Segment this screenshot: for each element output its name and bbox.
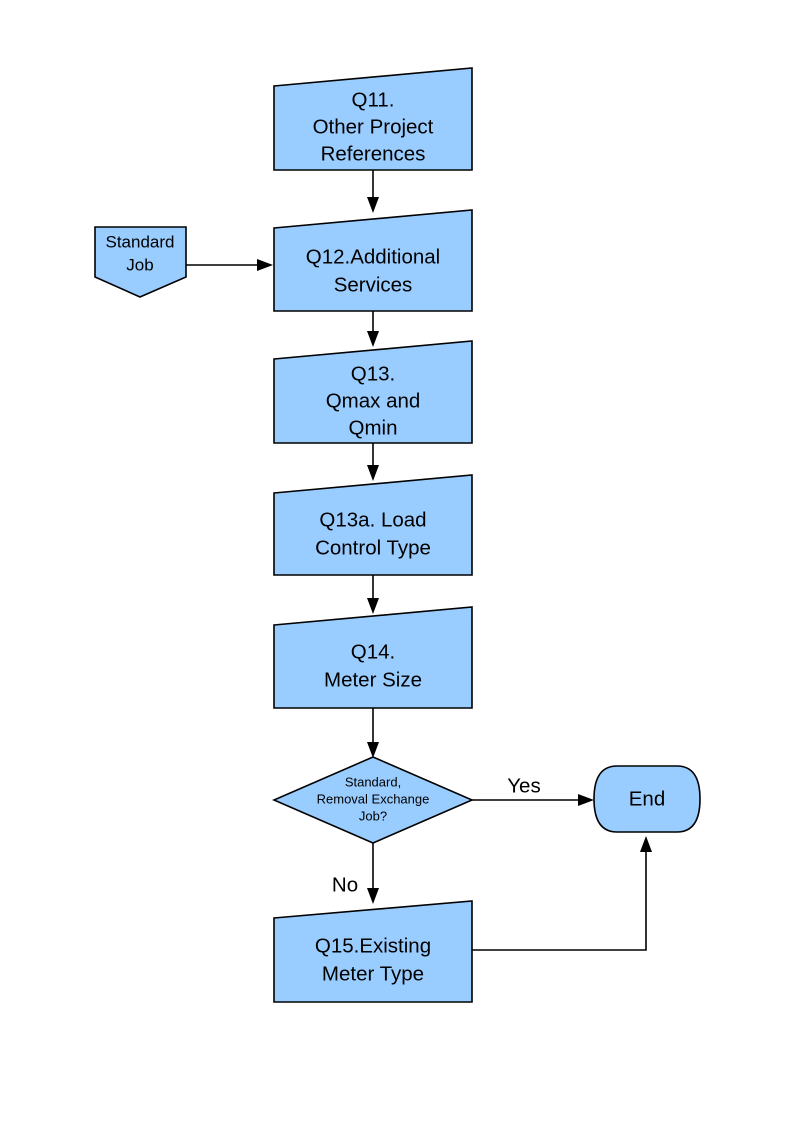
q12-shape	[273, 209, 473, 312]
edge-q12-to-q13	[367, 311, 379, 347]
decision-label-line2: Removal Exchange	[317, 791, 430, 806]
edge-label-yes: Yes	[507, 774, 540, 797]
q12-label-line2: Services	[334, 273, 413, 296]
q12-label-line1: Q12.Additional	[306, 245, 440, 268]
q15-shape	[273, 900, 473, 1003]
node-q12[interactable]: Q12.Additional Services	[273, 209, 473, 312]
node-q14[interactable]: Q14. Meter Size	[273, 606, 473, 709]
decision-label-line1: Standard,	[345, 774, 401, 789]
node-q13[interactable]: Q13. Qmax and Qmin	[273, 340, 473, 444]
edge-label-no: No	[332, 873, 358, 896]
node-standard-job[interactable]: Standard Job	[94, 226, 187, 298]
node-q15[interactable]: Q15.Existing Meter Type	[273, 900, 473, 1003]
edge-decision-to-q15-no	[367, 843, 379, 904]
edge-decision-to-end-yes	[472, 794, 594, 806]
q11-label-line1: Q11.	[352, 88, 395, 111]
standard-job-label-line1: Standard	[106, 232, 175, 251]
edge-q13a-to-q14	[367, 575, 379, 614]
q11-shape	[273, 67, 473, 171]
q13-label-line3: Qmin	[349, 416, 398, 439]
q13a-label-line1: Q13a. Load	[319, 508, 426, 531]
standard-job-shape	[94, 226, 187, 298]
edge-q15-to-end	[472, 836, 652, 951]
node-q13a[interactable]: Q13a. Load Control Type	[273, 474, 473, 576]
node-q11[interactable]: Q11. Other Project References	[273, 67, 473, 171]
end-shape	[593, 765, 701, 833]
q14-label-line2: Meter Size	[324, 668, 422, 691]
q13-label-line2: Qmax and	[326, 389, 421, 412]
q13a-shape	[273, 474, 473, 576]
q14-label-line1: Q14.	[351, 640, 395, 663]
node-end[interactable]: End	[593, 765, 701, 833]
decision-label-line3: Job?	[359, 808, 387, 823]
q14-shape	[273, 606, 473, 709]
q13-label-line1: Q13.	[351, 362, 395, 385]
edge-q11-to-q12	[367, 170, 379, 213]
edge-q14-to-decision	[367, 708, 379, 758]
end-label: End	[629, 787, 665, 810]
edge-standard-job-to-q12	[186, 259, 273, 271]
edge-q13-to-q13a	[367, 443, 379, 481]
standard-job-label-line2: Job	[126, 255, 153, 274]
q13-shape	[273, 340, 473, 444]
node-decision[interactable]: Standard, Removal Exchange Job?	[271, 756, 475, 844]
q13a-label-line2: Control Type	[315, 536, 431, 559]
q15-label-line2: Meter Type	[322, 962, 424, 985]
q11-label-line2: Other Project	[313, 115, 434, 138]
q15-label-line1: Q15.Existing	[315, 934, 431, 957]
q11-label-line3: References	[321, 142, 426, 165]
decision-shape	[271, 756, 475, 844]
